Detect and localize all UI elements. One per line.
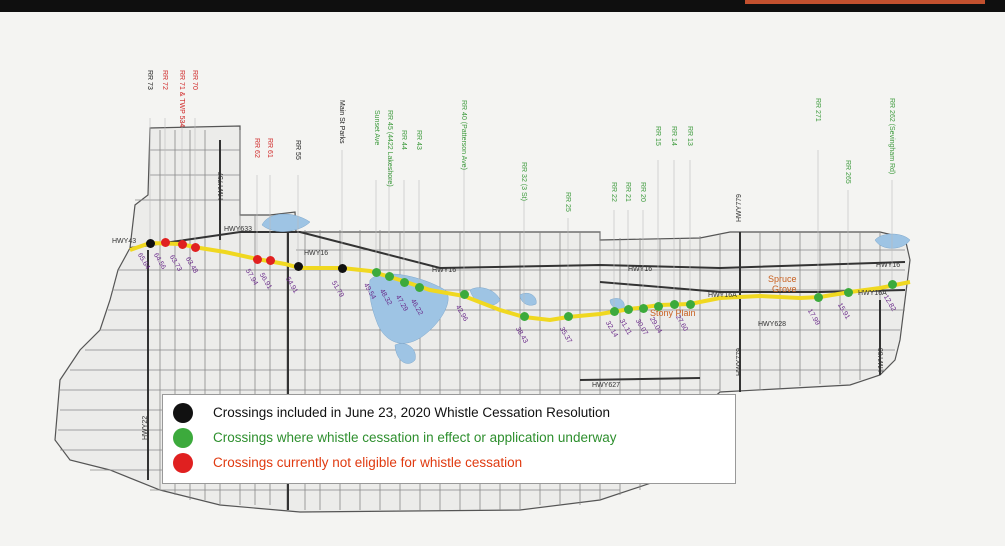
crossing-dot-green [623,304,633,314]
legend-swatch-red [173,453,193,473]
crossing-dot-red [160,237,170,247]
highway-label: HWY22 [142,415,149,440]
leader-lines [149,118,893,316]
crossing-dot-black [293,261,303,271]
legend-label: Crossings currently not eligible for whi… [213,455,523,470]
legend-item-black: Crossings included in June 23, 2020 Whis… [163,401,735,423]
crossing-dot-green [685,299,695,309]
crossing-label: RR 25 [564,192,571,212]
crossing-dot-green [459,289,469,299]
crossing-dot-green [563,311,573,321]
crossing-label: RR 43 [415,130,422,150]
crossing-label: RR 32 (3 St) [520,162,527,201]
crossing-label: RR 72 [161,70,168,90]
crossing-label: RR 73 [146,70,153,90]
crossing-label: RR 13 [686,126,693,146]
crossing-dot-red [252,254,262,264]
legend-label: Crossings included in June 23, 2020 Whis… [213,405,610,420]
crossing-label: RR 262 (Sevingham Rd) [888,98,895,175]
crossing-label: Main St Parks [338,100,345,144]
highway-label: HWY628 [758,321,787,328]
crossing-label: RR 14 [670,126,677,146]
crossing-label: RR 22 [610,182,617,202]
crossing-dot-green [843,287,853,297]
highway-label: HWY16 [432,267,457,274]
crossing-label: Sunset Ave [373,110,380,146]
crossing-dot-green [669,299,679,309]
crossing-label: RR 271 [814,98,821,122]
crossing-dot-green [399,277,409,287]
highway-label: HWY633 [224,226,253,233]
legend-swatch-black [173,403,193,423]
town-label: Grove [772,284,797,294]
crossing-label: RR 265 [844,160,851,184]
highway-label: HWY16 [304,250,329,257]
legend-item-red: Crossings currently not eligible for whi… [163,451,735,473]
highway-label: HWY16 [628,266,653,273]
legend-item-green: Crossings where whistle cessation in eff… [163,426,735,448]
crossing-dot-green [609,306,619,316]
crossing-dot-green [371,267,381,277]
crossing-dot-green [653,301,663,311]
crossing-label: RR 62 [253,138,260,158]
crossing-dot-red [265,255,275,265]
map-legend: Crossings included in June 23, 2020 Whis… [162,394,736,484]
crossing-label: RR 71 & TWP 534 [178,70,185,128]
town-label: Spruce [768,274,797,284]
crossing-dot-red [190,242,200,252]
highway-label: HWY16A [708,292,737,299]
legend-label: Crossings where whistle cessation in eff… [213,430,617,445]
crossing-dot-green [887,279,897,289]
legend-swatch-green [173,428,193,448]
highway-label: HWY16 [876,262,901,269]
highway-label: HWY757 [218,171,225,200]
crossing-dot-green [384,271,394,281]
crossing-dot-green [414,282,424,292]
crossing-label: RR 21 [624,182,631,202]
highway-label: HWY627 [592,382,621,389]
crossing-dot-green [638,303,648,313]
crossing-dot-green [519,311,529,321]
top-bar-accent [745,0,985,4]
crossing-label: RR 55 [294,140,301,160]
highway-label: HWY16A [858,290,887,297]
crossing-label: RR 45 (4422 Lakeshore) [386,110,393,187]
highway-label: HWY43 [112,238,137,245]
crossing-dot-black [337,263,347,273]
highway-label: HWY779 [736,193,743,222]
town-label: Stony Plain [650,308,696,318]
crossing-label: RR 20 [639,182,646,202]
crossing-dot-green [813,292,823,302]
crossing-dot-black [145,238,155,248]
crossing-label: RR 61 [266,138,273,158]
crossing-label: RR 44 [400,130,407,150]
crossing-label: RR 40 (Patterson Ave) [460,100,467,170]
crossing-dot-red [177,239,187,249]
highway-label: HWY60 [878,347,885,372]
crossing-label: RR 70 [191,70,198,90]
crossing-label: RR 15 [654,126,661,146]
highway-label: HWY779 [736,347,743,376]
